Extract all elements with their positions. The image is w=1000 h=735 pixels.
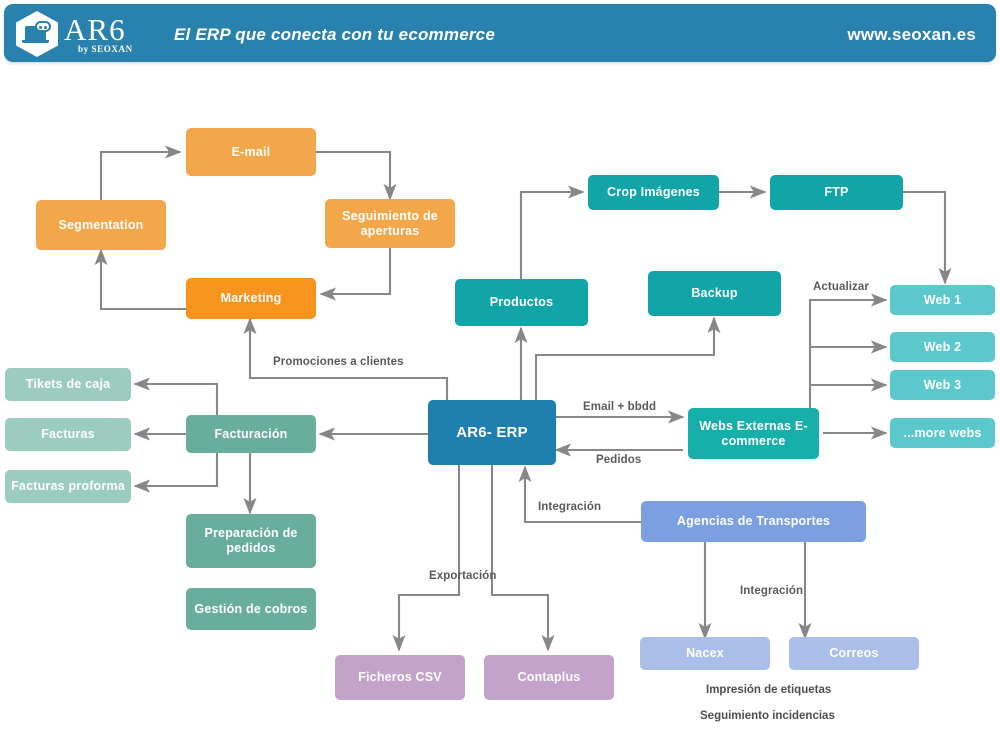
node-gestion-de-cobros[interactable]: Gestión de cobros <box>186 588 316 630</box>
node-web-2[interactable]: Web 2 <box>890 332 995 362</box>
node-label: Nacex <box>686 646 724 660</box>
node-facturas-proforma[interactable]: Facturas proforma <box>5 470 131 503</box>
edge-label-actualizar: Actualizar <box>813 281 869 293</box>
node-label: Facturación <box>214 426 288 441</box>
edge-erp-csv <box>392 465 461 652</box>
node-backup[interactable]: Backup <box>648 271 781 316</box>
edge-erp-marketing <box>243 317 449 400</box>
node-ficheros-csv[interactable]: Ficheros CSV <box>335 655 465 700</box>
node-label: Ficheros CSV <box>358 670 442 684</box>
node-agencias-de-transportes[interactable]: Agencias de Transportes <box>641 501 866 542</box>
node-label: Agencias de Transportes <box>676 514 831 528</box>
edge-erp-contaplus <box>490 465 555 652</box>
node-label: Facturas <box>41 427 95 441</box>
node-label: Gestión de cobros <box>194 601 308 616</box>
node-label: Preparación de pedidos <box>204 526 298 555</box>
edge-segmentation-email <box>99 145 182 200</box>
node-label: Facturas proforma <box>11 479 125 493</box>
node-facturas[interactable]: Facturas <box>5 418 131 451</box>
node-productos[interactable]: Productos <box>455 279 588 326</box>
node-correos[interactable]: Correos <box>789 637 919 670</box>
edge-seguimiento-marketing <box>319 248 392 301</box>
edge-label-pedidos: Pedidos <box>596 454 642 466</box>
node-preparacion-de-pedidos[interactable]: Preparación de pedidos <box>186 514 316 568</box>
edge-label-email-bbdd: Email + bbdd <box>583 401 657 413</box>
node-seguimiento-aperturas[interactable]: Seguimiento de aperturas <box>325 199 455 248</box>
node-more-webs[interactable]: ...more webs <box>890 418 995 448</box>
edge-ftp-web1 <box>903 190 952 285</box>
node-label: Webs Externas E-commerce <box>699 418 808 448</box>
node-email[interactable]: E-mail <box>186 128 316 176</box>
note-seguimiento-incidencias: Seguimiento incidencias <box>700 710 835 722</box>
node-web-1[interactable]: Web 1 <box>890 285 995 315</box>
edge-agencias-erp <box>518 465 641 524</box>
node-label: Crop Imágenes <box>607 185 700 199</box>
logo-wordmark: AR6 <box>64 12 126 47</box>
brand-logo[interactable]: AR6 by SEOXAN <box>16 10 166 58</box>
node-label: Seguimiento de aperturas <box>342 208 438 238</box>
logo-subtitle: by SEOXAN <box>78 44 133 54</box>
edge-facturacion-tikets <box>133 377 219 418</box>
node-label: Contaplus <box>517 670 581 684</box>
node-label: Web 1 <box>923 292 962 307</box>
node-webs-externas-ecommerce[interactable]: Webs Externas E-commerce <box>688 408 819 459</box>
node-label: Marketing <box>220 291 282 305</box>
node-label: Web 2 <box>923 339 962 354</box>
edge-label-integracion-agencias: Integración <box>740 585 804 597</box>
edge-marketing-segmentation <box>94 248 186 311</box>
header-bar: AR6 by SEOXAN El ERP que conecta con tu … <box>4 4 996 62</box>
note-impresion-de-etiquetas: Impresión de etiquetas <box>706 684 832 696</box>
node-ftp[interactable]: FTP <box>770 175 903 210</box>
node-contaplus[interactable]: Contaplus <box>484 655 614 700</box>
header-url[interactable]: www.seoxan.es <box>847 25 976 44</box>
node-web-3[interactable]: Web 3 <box>890 370 995 400</box>
node-crop-imagenes[interactable]: Crop Imágenes <box>588 175 719 210</box>
node-facturacion[interactable]: Facturación <box>186 415 316 453</box>
node-label: Backup <box>691 286 738 300</box>
node-segmentation[interactable]: Segmentation <box>36 200 166 250</box>
node-label: Web 3 <box>923 377 962 392</box>
edge-webs-web1 <box>808 293 888 433</box>
node-nacex[interactable]: Nacex <box>640 637 770 670</box>
node-marketing[interactable]: Marketing <box>186 278 316 319</box>
edge-label-exportacion: Exportación <box>429 570 497 582</box>
node-label: Segmentation <box>58 217 144 232</box>
node-label: E-mail <box>231 144 271 159</box>
edge-label-integracion-transporte: Integración <box>538 501 602 513</box>
node-label: Productos <box>489 295 554 309</box>
edge-label-promociones-a-clientes: Promociones a clientes <box>273 356 404 368</box>
chat-bubble-icon <box>35 21 51 32</box>
edge-email-seguimiento <box>316 150 397 201</box>
header-tagline: El ERP que conecta con tu ecommerce <box>174 25 495 44</box>
edge-facturacion-proforma <box>133 450 219 493</box>
node-label: Tikets de caja <box>25 377 111 391</box>
edge-productos-crop <box>519 185 585 279</box>
node-label: Correos <box>829 646 879 660</box>
node-label: AR6- ERP <box>456 424 528 441</box>
node-ar6-erp[interactable]: AR6- ERP <box>428 400 556 465</box>
edge-erp-backup <box>534 316 721 400</box>
node-label: FTP <box>824 185 849 199</box>
node-label: ...more webs <box>903 425 982 440</box>
node-tikets-de-caja[interactable]: Tikets de caja <box>5 368 131 401</box>
